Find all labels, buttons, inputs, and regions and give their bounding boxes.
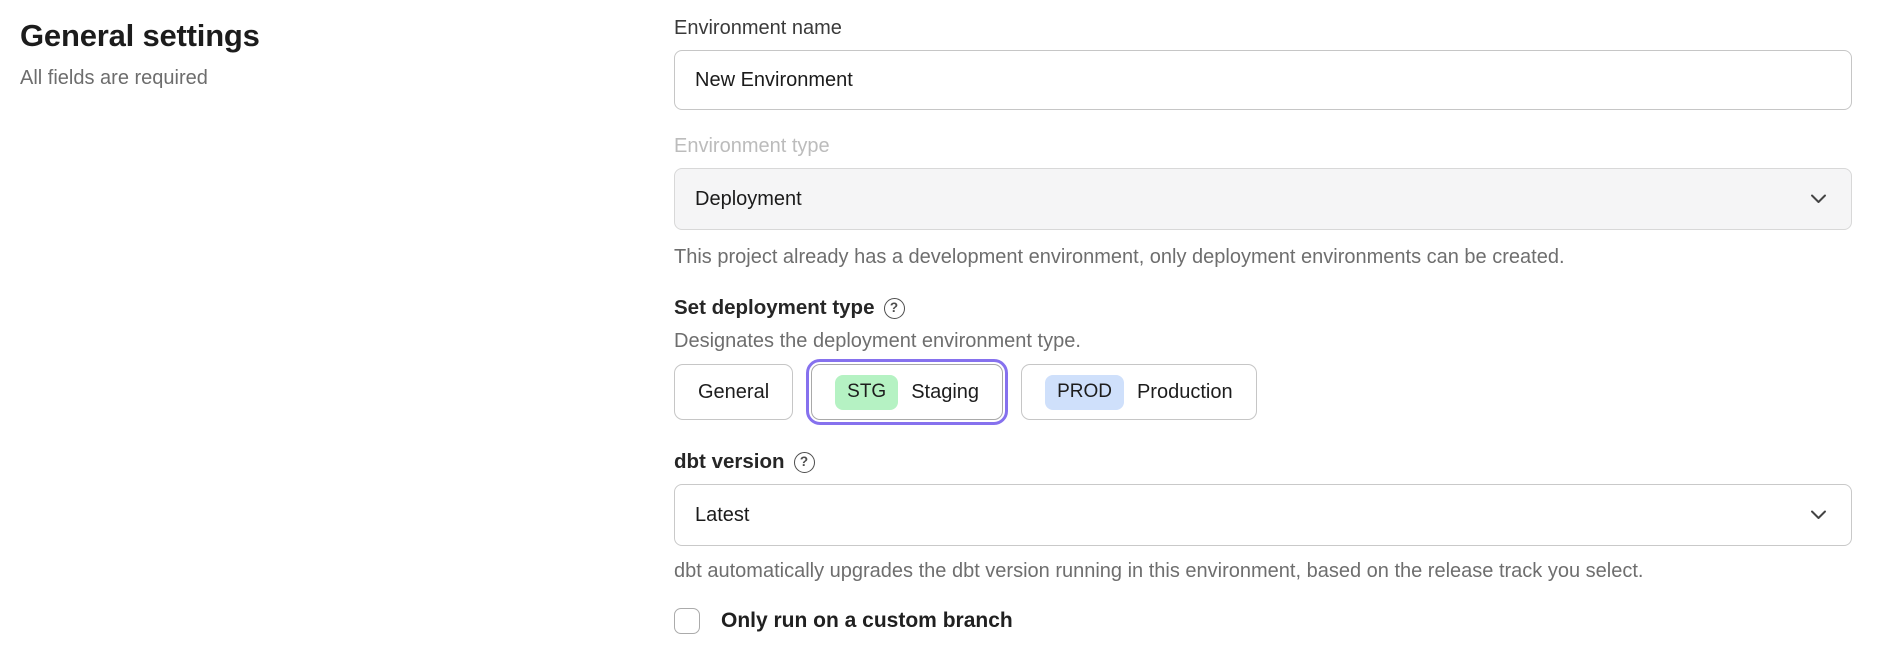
- help-icon[interactable]: ?: [883, 297, 905, 319]
- deployment-type-heading: Set deployment type ?: [674, 296, 1852, 320]
- dbt-version-helper: dbt automatically upgrades the dbt versi…: [674, 560, 1644, 582]
- chevron-down-icon: [1810, 510, 1827, 521]
- deployment-type-heading-text: Set deployment type: [674, 296, 875, 319]
- option-label: Production: [1136, 380, 1233, 403]
- environment-type-label: Environment type: [674, 135, 830, 157]
- settings-intro: General settings All fields are required: [20, 18, 620, 90]
- production-badge: PROD: [1045, 374, 1124, 410]
- deployment-type-option-production[interactable]: PROD Production: [1021, 364, 1257, 420]
- deployment-type-option-general[interactable]: General: [674, 364, 794, 420]
- option-label: General: [698, 380, 770, 403]
- deployment-type-option-staging[interactable]: STG Staging: [806, 359, 1009, 425]
- dbt-version-heading: dbt version ?: [674, 450, 1852, 474]
- page-title: General settings: [20, 18, 260, 53]
- custom-branch-label[interactable]: Only run on a custom branch: [721, 609, 1013, 632]
- dbt-version-heading-text: dbt version: [674, 450, 785, 473]
- deployment-type-description: Designates the deployment environment ty…: [674, 330, 1081, 352]
- environment-name-input[interactable]: [674, 50, 1852, 110]
- page-subtitle: All fields are required: [20, 67, 208, 89]
- dbt-version-select[interactable]: Latest: [674, 484, 1852, 546]
- environment-form: Environment name Environment type Deploy…: [674, 16, 1852, 634]
- chevron-down-icon: [1810, 194, 1827, 205]
- help-icon[interactable]: ?: [793, 451, 815, 473]
- environment-type-helper: This project already has a development e…: [674, 246, 1565, 268]
- staging-badge: STG: [835, 374, 899, 410]
- option-label: Staging: [911, 380, 980, 403]
- environment-name-label: Environment name: [674, 17, 842, 39]
- custom-branch-checkbox[interactable]: [674, 608, 700, 634]
- environment-type-value: Deployment: [695, 187, 802, 210]
- deployment-type-options: General STG Staging PROD Production: [674, 359, 1852, 425]
- custom-branch-row: Only run on a custom branch: [674, 608, 1852, 634]
- dbt-version-value: Latest: [695, 503, 750, 526]
- environment-type-select[interactable]: Deployment: [674, 168, 1852, 230]
